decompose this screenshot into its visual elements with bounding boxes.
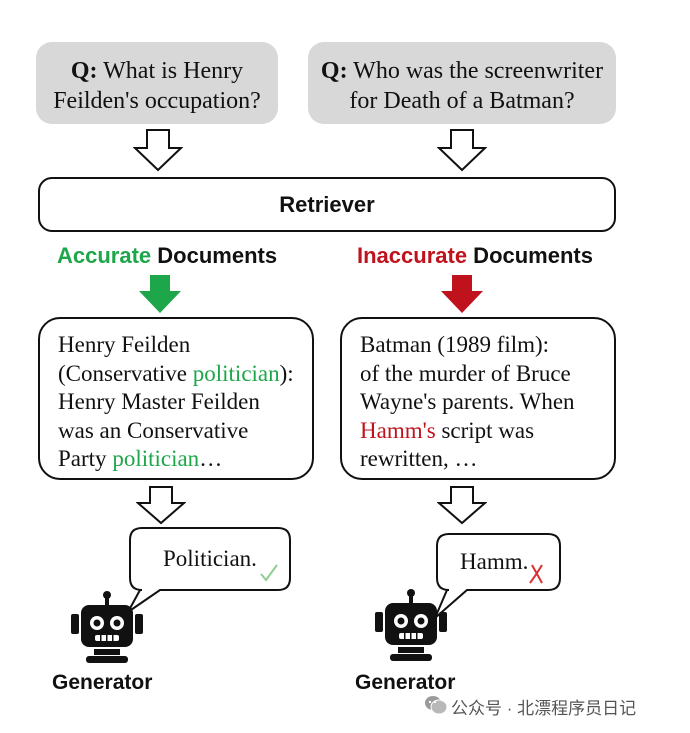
inaccurate-documents-label: Inaccurate Documents [357, 243, 593, 269]
inaccurate-word: Inaccurate [357, 243, 468, 268]
highlight-politician: politician [192, 360, 280, 386]
down-arrow-icon [133, 129, 183, 172]
doc-line: Party politician… [58, 445, 312, 474]
doc-line: Henry Feilden [58, 332, 191, 357]
doc-line: Hamm's script was [360, 417, 614, 446]
right-answer-text: Hamm. [460, 549, 529, 574]
cross-icon [529, 564, 543, 584]
highlight-politician: politician [112, 446, 200, 471]
doc-text: … [199, 446, 223, 471]
question-text-line1: What is Henry [103, 58, 244, 84]
wechat-icon [425, 696, 448, 715]
right-document-box: Batman (1989 film): of the murder of Bru… [340, 317, 616, 480]
question-prefix: Q: [320, 58, 348, 84]
accurate-documents-label: Accurate Documents [57, 243, 277, 269]
documents-word: Documents [151, 243, 278, 268]
watermark-text: 公众号 · 北漂程序员日记 [451, 699, 637, 718]
down-arrow-icon [136, 486, 186, 525]
doc-text: ): [279, 360, 294, 386]
right-question-box: Q: Who was the screenwriter for Death of… [308, 42, 616, 124]
down-arrow-icon [437, 129, 487, 172]
down-arrow-icon [437, 486, 487, 525]
right-speech-bubble [434, 533, 561, 619]
question-text-line2: Feilden's occupation? [53, 88, 261, 114]
question-text-line1: Who was the screenwriter [353, 58, 604, 84]
highlight-hamms: Hamm's [360, 417, 436, 443]
red-down-arrow-icon [441, 275, 483, 313]
doc-line: rewritten, … [360, 446, 478, 471]
retriever-box: Retriever [38, 177, 616, 232]
left-answer-text: Politician. [163, 546, 257, 571]
left-document-box: Henry Feilden (Conservative politician):… [38, 317, 314, 480]
doc-text: script was [435, 417, 535, 443]
doc-text: Party [58, 446, 113, 471]
robot-icon [71, 591, 143, 663]
doc-line: of the murder of Bruce [360, 360, 571, 386]
doc-line: was an Conservative [58, 417, 249, 443]
doc-line: Batman (1989 film): [360, 332, 550, 357]
left-speech-bubble [127, 527, 291, 613]
doc-text: (Conservative [58, 360, 193, 386]
left-generator-label: Generator [52, 671, 153, 694]
doc-line: (Conservative politician): [58, 360, 312, 389]
doc-line: Henry Master Feilden [58, 389, 260, 414]
robot-icon [375, 589, 447, 661]
checkmark-icon [260, 564, 278, 582]
accurate-word: Accurate [57, 243, 152, 268]
documents-word: Documents [467, 243, 593, 268]
doc-line: Wayne's parents. When [360, 389, 575, 414]
right-generator-label: Generator [355, 671, 456, 694]
green-down-arrow-icon [139, 275, 181, 313]
question-text-line2: for Death of a Batman? [349, 88, 575, 114]
question-prefix: Q: [70, 58, 98, 84]
left-question-box: Q: What is Henry Feilden's occupation? [36, 42, 278, 124]
